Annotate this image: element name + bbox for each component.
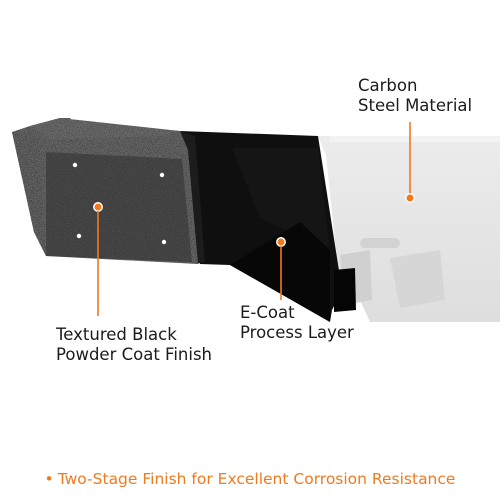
callout-ecoat-line2: Process Layer	[240, 323, 354, 342]
callout-marker-textured	[93, 202, 103, 316]
mounting-hole	[161, 239, 167, 245]
callout-ecoat-line1: E-Coat	[240, 303, 295, 322]
mounting-hole	[159, 172, 165, 178]
footer-caption-text: Two-Stage Finish for Excellent Corrosion…	[57, 470, 456, 488]
bullet-icon: •	[44, 470, 54, 488]
mounting-hole	[76, 233, 82, 239]
footer-caption: •Two-Stage Finish for Excellent Corrosio…	[0, 470, 500, 488]
callout-textured-line2: Powder Coat Finish	[56, 345, 213, 364]
steel-badge	[360, 238, 400, 248]
callout-textured-black: Textured Black Powder Coat Finish	[56, 325, 212, 365]
ecoat-section	[180, 131, 356, 322]
mounting-hole	[72, 162, 78, 168]
callout-carbon-steel: Carbon Steel Material	[358, 76, 472, 116]
powder-coat-face	[46, 152, 192, 262]
mounting-holes	[72, 162, 167, 245]
callout-marker-carbon	[405, 122, 415, 203]
carbon-steel-section	[318, 136, 500, 322]
callout-marker-ecoat	[276, 237, 286, 300]
callout-carbon-line2: Steel Material	[358, 96, 473, 115]
callout-ecoat: E-Coat Process Layer	[240, 303, 354, 343]
callout-textured-line1: Textured Black	[56, 325, 177, 344]
callout-carbon-line1: Carbon	[358, 76, 418, 95]
